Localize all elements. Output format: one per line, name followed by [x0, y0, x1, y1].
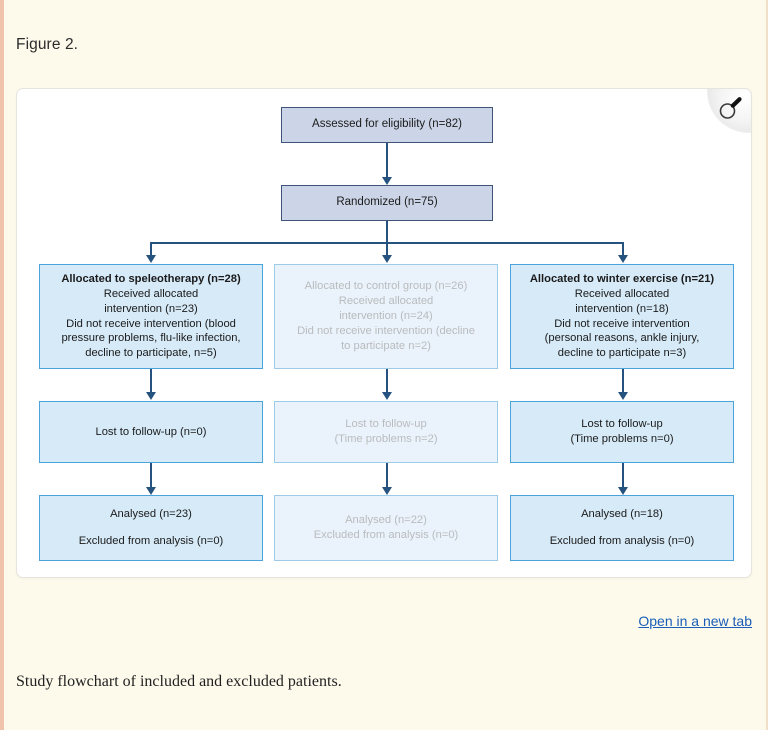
- followup-line: (Time problems n=2): [334, 433, 438, 445]
- allocation-line: Did not receive intervention: [554, 317, 690, 330]
- box-assessed: Assessed for eligibility (n=82): [281, 107, 493, 143]
- connector-drop-col2: [386, 242, 388, 259]
- followup-line: (Time problems n=0): [570, 433, 674, 445]
- allocation-line: decline to participate n=3): [557, 347, 687, 360]
- box-allocation-speleotherapy: Allocated to speleotherapy (n=28) Receiv…: [39, 264, 263, 369]
- allocation-line: intervention (n=23): [104, 302, 198, 315]
- box-analysis-winter-exercise: Analysed (n=18) Excluded from analysis (…: [510, 495, 734, 561]
- page-left-accent-stripe: [0, 0, 4, 730]
- page-right-accent-stripe: [766, 0, 768, 730]
- arrow-to-randomized: [382, 177, 392, 185]
- arrow-col3-analysis: [618, 487, 628, 495]
- allocation-line: Allocated to winter exercise (n=21): [529, 272, 715, 285]
- box-assessed-line: Assessed for eligibility (n=82): [312, 118, 462, 131]
- box-followup-control: Lost to follow-up (Time problems n=2): [274, 401, 498, 463]
- allocation-line: pressure problems, flu-like infection,: [61, 332, 241, 345]
- box-followup-speleotherapy: Lost to follow-up (n=0): [39, 401, 263, 463]
- connector-col3-followup-to-analysis: [622, 463, 624, 491]
- allocation-line: (personal reasons, ankle injury,: [544, 332, 700, 345]
- arrow-to-allocation-col2: [382, 255, 392, 263]
- arrow-col1-followup: [146, 392, 156, 400]
- open-in-new-tab-link[interactable]: Open in a new tab: [638, 613, 752, 629]
- arrow-col2-analysis: [382, 487, 392, 495]
- allocation-line: intervention (n=24): [339, 310, 433, 323]
- analysis-line: Excluded from analysis (n=0): [549, 534, 695, 547]
- connector-drop-col3: [622, 242, 624, 259]
- allocation-line: Allocated to control group (n=26): [304, 280, 468, 293]
- arrow-col1-analysis: [146, 487, 156, 495]
- allocation-line: Received allocated: [338, 295, 434, 308]
- analysis-line: Excluded from analysis (n=0): [313, 529, 459, 541]
- connector-col1-alloc-to-followup: [150, 369, 152, 396]
- arrow-col3-followup: [618, 392, 628, 400]
- connector-drop-col1: [150, 242, 152, 259]
- connector-col1-followup-to-analysis: [150, 463, 152, 491]
- box-analysis-speleotherapy: Analysed (n=23) Excluded from analysis (…: [39, 495, 263, 561]
- figure-label: Figure 2.: [16, 36, 79, 53]
- box-followup-winter-exercise: Lost to follow-up (Time problems n=0): [510, 401, 734, 463]
- followup-line: Lost to follow-up: [345, 418, 427, 431]
- analysis-line: Analysed (n=23): [110, 508, 192, 521]
- connector-col2-alloc-to-followup: [386, 369, 388, 396]
- box-randomized-line: Randomized (n=75): [336, 196, 438, 209]
- connector-col3-alloc-to-followup: [622, 369, 624, 396]
- figure-card: Assessed for eligibility (n=82) Randomiz…: [16, 88, 752, 578]
- box-randomized: Randomized (n=75): [281, 185, 493, 221]
- magnifier-glyph: [719, 97, 742, 119]
- arrow-to-allocation-col1: [146, 255, 156, 263]
- allocation-line: Did not receive intervention (blood: [66, 317, 236, 330]
- box-analysis-control: Analysed (n=22) Excluded from analysis (…: [274, 495, 498, 561]
- connector-col2-followup-to-analysis: [386, 463, 388, 491]
- flowchart: Assessed for eligibility (n=82) Randomiz…: [17, 89, 751, 577]
- arrow-col2-followup: [382, 392, 392, 400]
- box-allocation-winter-exercise: Allocated to winter exercise (n=21) Rece…: [510, 264, 734, 369]
- allocation-line: decline to participate, n=5): [85, 347, 217, 360]
- allocation-line: Received allocated: [574, 287, 670, 300]
- box-allocation-control: Allocated to control group (n=26) Receiv…: [274, 264, 498, 369]
- followup-line: Lost to follow-up (n=0): [95, 425, 207, 438]
- figure-caption: Study flowchart of included and excluded…: [16, 673, 342, 690]
- allocation-line: intervention (n=18): [575, 302, 669, 315]
- analysis-line: Excluded from analysis (n=0): [78, 534, 224, 547]
- arrow-to-allocation-col3: [618, 255, 628, 263]
- allocation-line: Allocated to speleotherapy (n=28): [61, 272, 241, 285]
- analysis-line: Analysed (n=18): [581, 508, 663, 521]
- allocation-line: Received allocated: [103, 287, 199, 300]
- followup-line: Lost to follow-up: [581, 418, 663, 431]
- analysis-line: Analysed (n=22): [345, 514, 427, 527]
- allocation-line: Did not receive intervention (decline: [297, 324, 475, 337]
- allocation-line: to participate n=2): [341, 339, 431, 352]
- connector-assessed-to-randomized: [386, 143, 388, 181]
- connector-randomized-stem: [386, 221, 388, 243]
